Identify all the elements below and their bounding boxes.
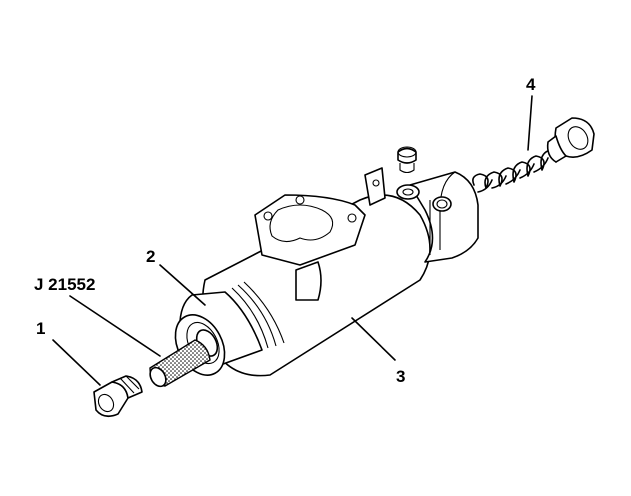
callout-label-4: 4 bbox=[526, 75, 536, 94]
spring-assembly bbox=[472, 117, 595, 193]
end-plug bbox=[93, 375, 143, 418]
callout-label-tool: J 21552 bbox=[34, 275, 95, 294]
tool-push-rod bbox=[149, 339, 211, 388]
leader-line-1 bbox=[52, 339, 101, 386]
cylinder-body bbox=[178, 167, 479, 377]
leader-line-3 bbox=[351, 317, 396, 361]
callout-label-2: 2 bbox=[146, 247, 155, 266]
callout-label-1: 1 bbox=[36, 319, 45, 338]
bleeder-cap bbox=[397, 146, 417, 174]
leader-line-2 bbox=[159, 264, 206, 306]
leader-line-4 bbox=[527, 95, 533, 151]
callout-label-3: 3 bbox=[396, 367, 405, 386]
leader-line-tool bbox=[69, 295, 161, 357]
